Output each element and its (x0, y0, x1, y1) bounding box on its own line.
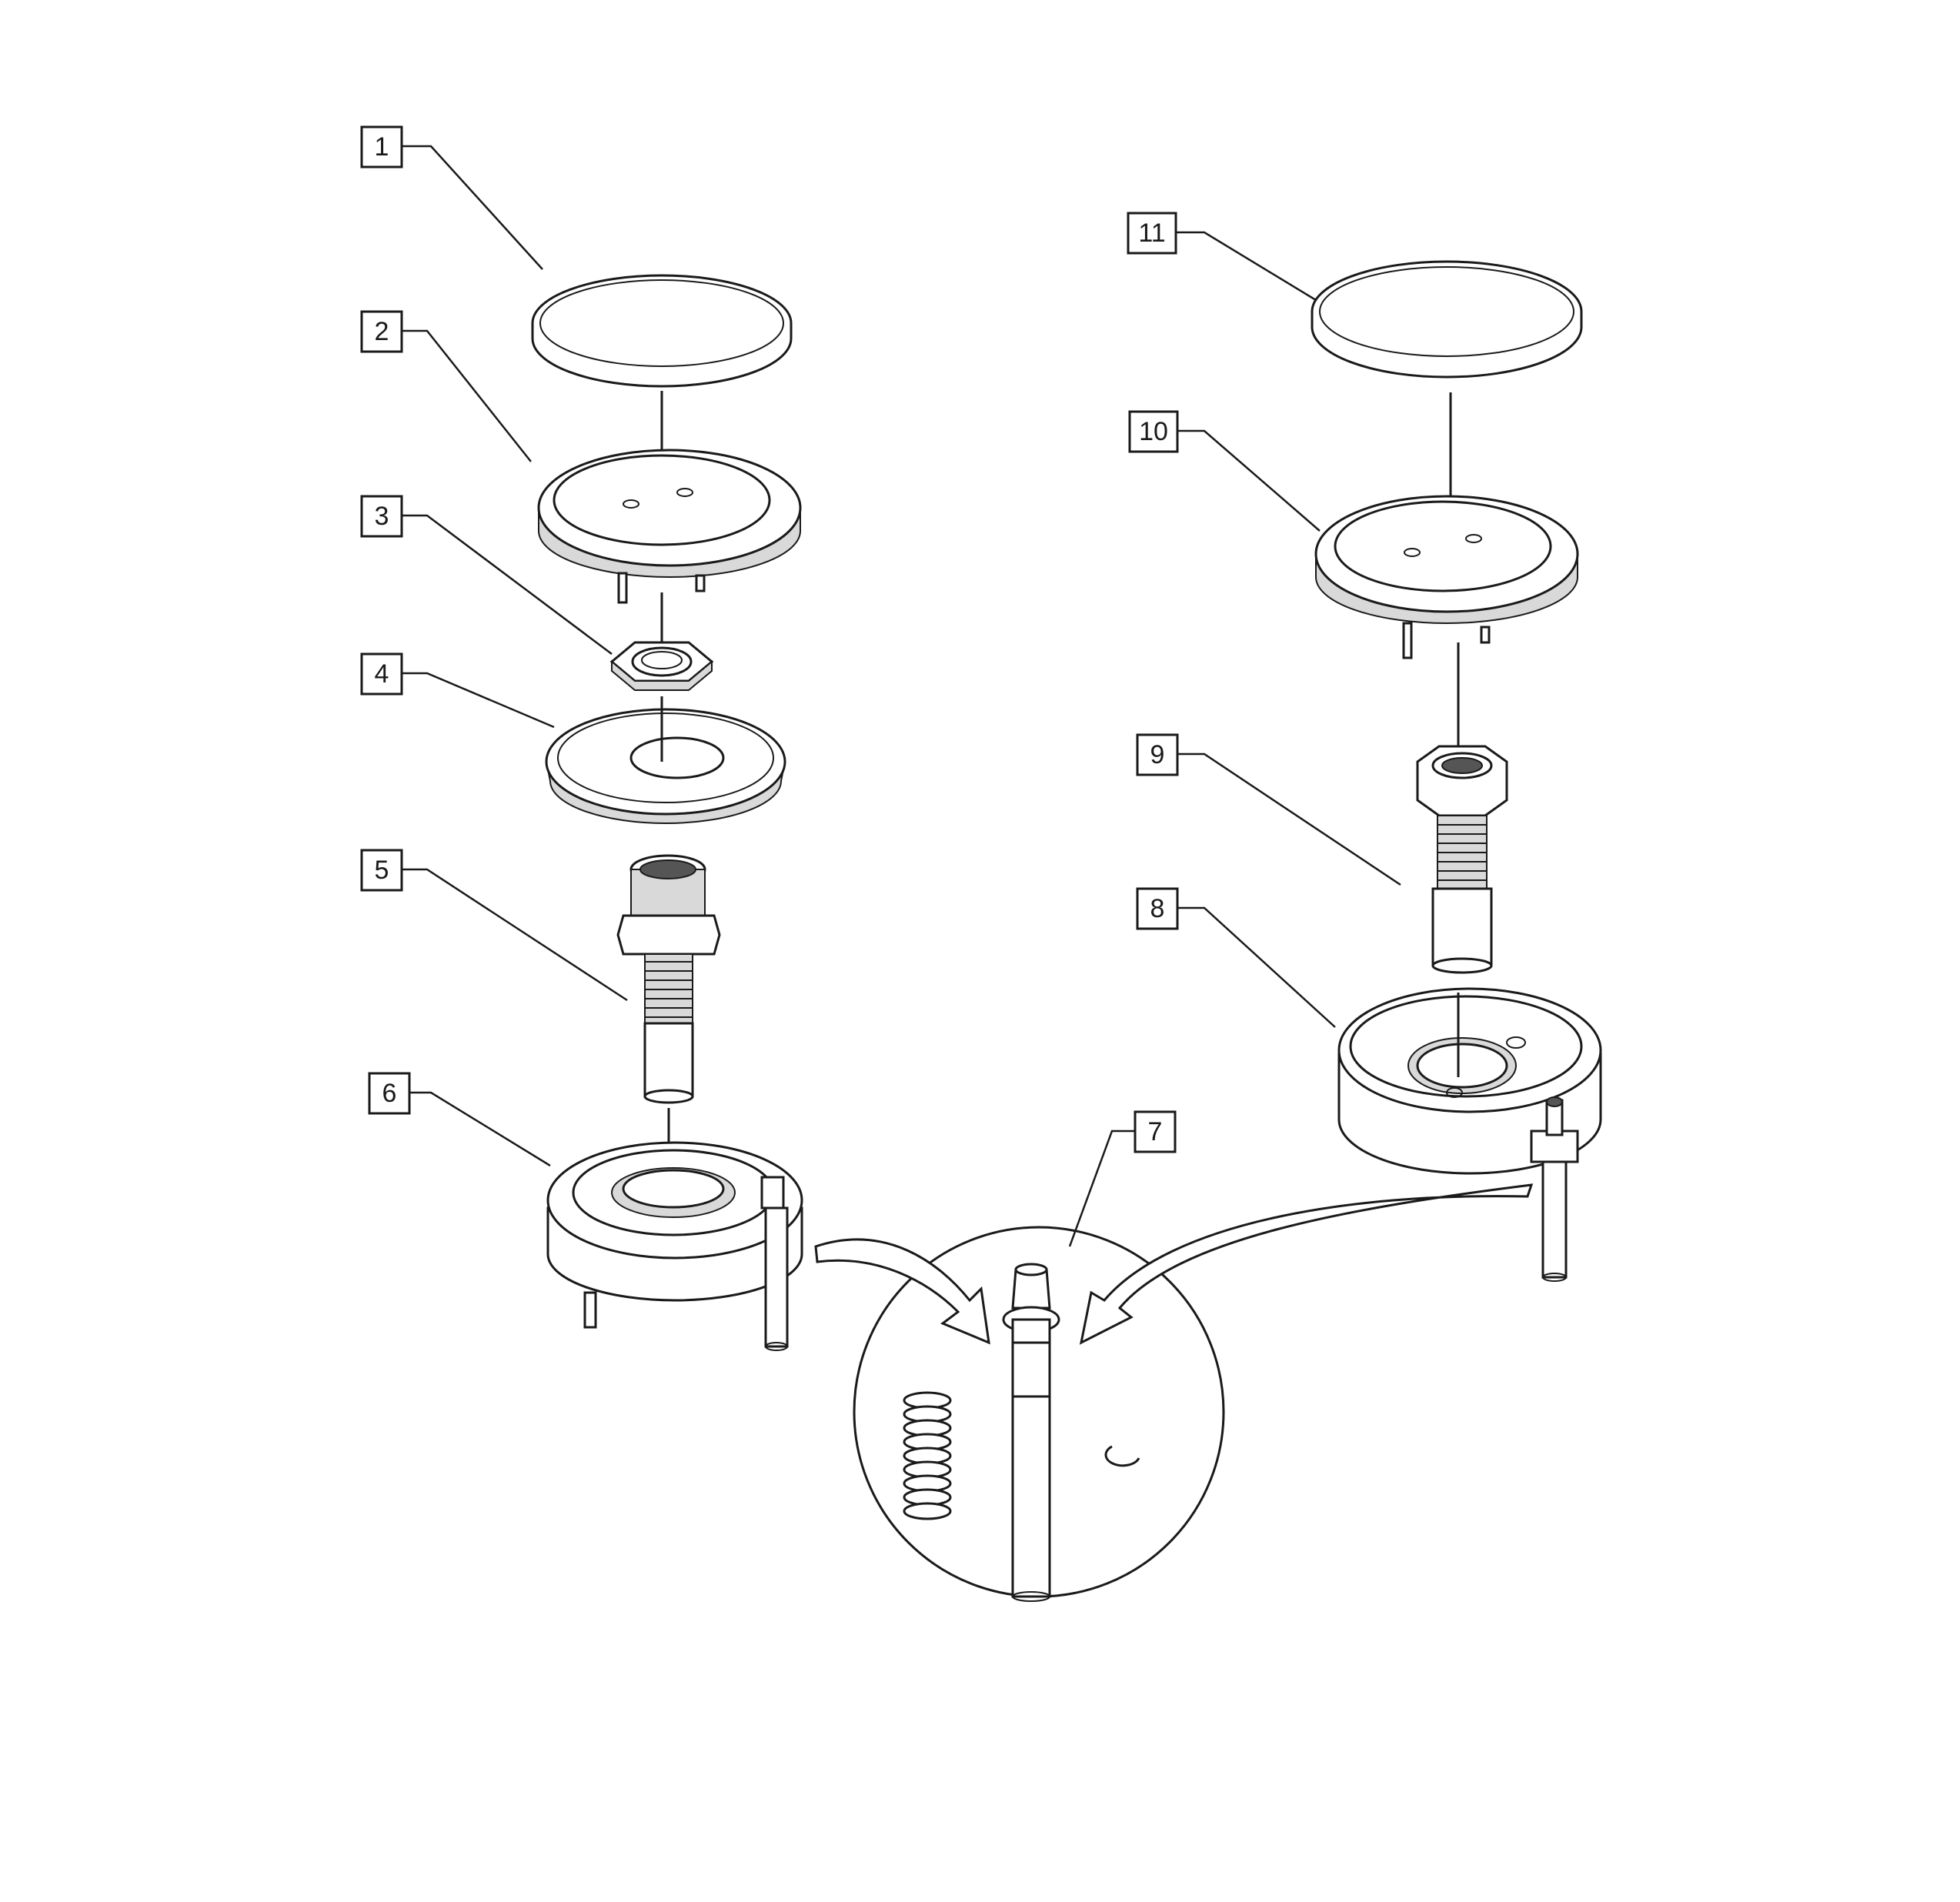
burner-crown-right (1314, 495, 1579, 659)
circlip-icon (1104, 1445, 1140, 1467)
burner-cap-left (531, 274, 793, 388)
burner-crown-left (537, 449, 802, 604)
svg-text:11: 11 (1138, 219, 1165, 248)
svg-text:6: 6 (382, 1079, 397, 1108)
svg-text:7: 7 (1148, 1117, 1163, 1146)
arrow-from-right-base (1079, 1183, 1534, 1345)
injector-threaded (616, 854, 721, 1104)
callout-2: 2 (360, 310, 532, 462)
callout-10: 10 (1128, 410, 1321, 532)
callout-5: 5 (360, 849, 628, 1002)
callout-9: 9 (1136, 733, 1401, 886)
svg-text:1: 1 (375, 132, 389, 162)
burner-base-right (1337, 987, 1602, 1282)
callout-1: 1 (360, 125, 543, 270)
thread-lines (1437, 824, 1487, 881)
callout-4: 4 (360, 652, 555, 729)
injector-right (1416, 745, 1508, 974)
callout-7: 7 (1068, 1110, 1177, 1247)
svg-text:8: 8 (1150, 894, 1165, 923)
callout-6: 6 (368, 1072, 551, 1167)
thread-lines (645, 961, 693, 1018)
hex-nut (609, 641, 714, 691)
callout-11: 11 (1127, 212, 1317, 302)
arrow-from-left-base (814, 1238, 990, 1345)
svg-text:3: 3 (375, 502, 389, 531)
spring-icon (903, 1391, 952, 1520)
detail-electrode (853, 1226, 1225, 1602)
callout-8: 8 (1136, 887, 1336, 1028)
callout-3: 3 (360, 495, 613, 655)
burner-cap-right (1311, 260, 1583, 379)
svg-text:9: 9 (1150, 740, 1165, 769)
svg-text:2: 2 (375, 317, 389, 346)
svg-text:5: 5 (375, 856, 389, 885)
burner-base-left (546, 1141, 803, 1351)
svg-text:10: 10 (1139, 417, 1168, 446)
svg-text:4: 4 (375, 659, 389, 689)
flame-spreader (545, 708, 786, 824)
